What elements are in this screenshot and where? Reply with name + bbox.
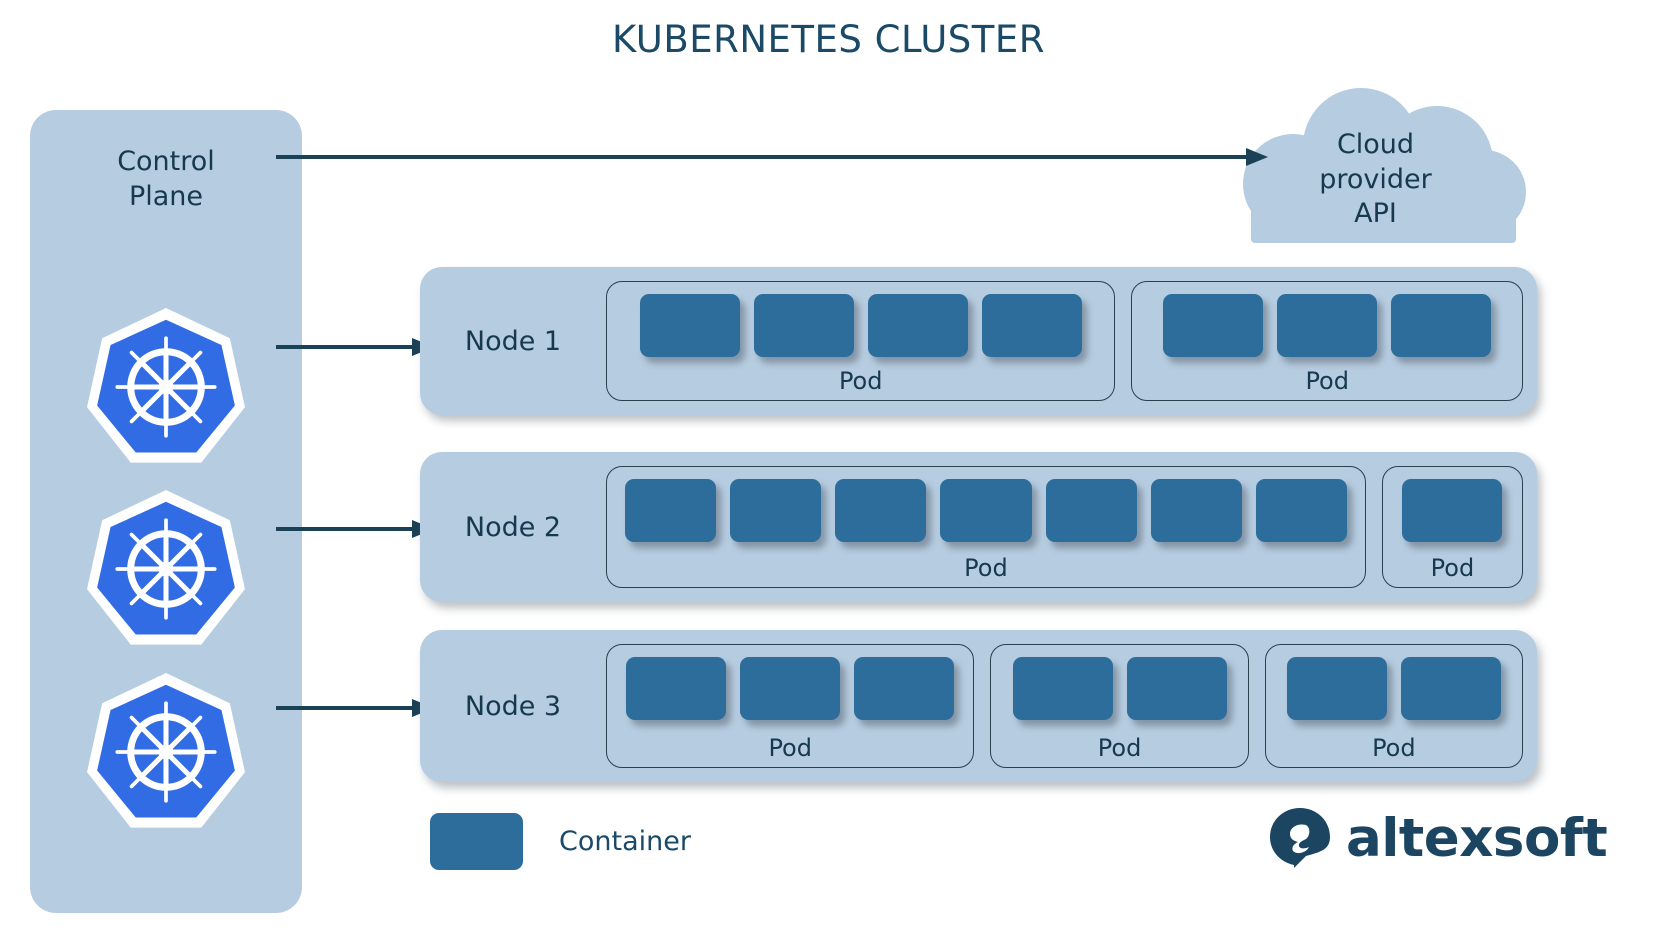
altexsoft-wordmark: altexsoft bbox=[1346, 807, 1608, 869]
pod-containers bbox=[1401, 479, 1504, 542]
pods-area: Pod Pod Pod bbox=[606, 644, 1523, 768]
pod-label: Pod bbox=[838, 366, 883, 395]
legend-container-swatch bbox=[430, 813, 523, 870]
node-label: Node 3 bbox=[464, 690, 562, 722]
container-box bbox=[940, 479, 1032, 542]
container-box bbox=[1391, 294, 1492, 357]
legend: Container bbox=[430, 813, 691, 870]
container-box bbox=[867, 294, 968, 357]
pod-label: Pod bbox=[1430, 553, 1475, 582]
container-box bbox=[981, 294, 1082, 357]
pod-containers bbox=[625, 657, 955, 720]
node-label: Node 1 bbox=[464, 325, 562, 357]
container-box bbox=[1045, 479, 1137, 542]
pod: Pod bbox=[606, 281, 1116, 401]
node-row: Node 2 Pod Pod bbox=[420, 452, 1537, 602]
pods-area: Pod Pod bbox=[606, 281, 1523, 401]
pod-label: Pod bbox=[1305, 366, 1349, 395]
pods-area: Pod Pod bbox=[606, 466, 1523, 588]
container-box bbox=[730, 479, 822, 542]
arrow-cp-to-node-3 bbox=[276, 699, 434, 717]
container-box bbox=[1277, 294, 1378, 357]
altexsoft-logo: altexsoft bbox=[1268, 806, 1608, 870]
pod: Pod bbox=[1264, 644, 1523, 768]
container-box bbox=[1255, 479, 1347, 542]
container-box bbox=[740, 657, 841, 720]
cloud-provider-api-shape bbox=[1243, 88, 1526, 243]
pod-label: Pod bbox=[1372, 733, 1416, 762]
pod-label: Pod bbox=[964, 553, 1008, 582]
container-box bbox=[625, 479, 717, 542]
container-box bbox=[1150, 479, 1242, 542]
node-row: Node 1 Pod Pod bbox=[420, 267, 1537, 415]
container-box bbox=[639, 294, 740, 357]
kubernetes-logo bbox=[87, 673, 245, 828]
pod: Pod bbox=[606, 466, 1366, 588]
container-box bbox=[1126, 657, 1227, 720]
pod: Pod bbox=[1381, 466, 1523, 588]
kubernetes-logo bbox=[87, 308, 245, 463]
container-box bbox=[1286, 657, 1387, 720]
page-title: KUBERNETES CLUSTER bbox=[612, 18, 1045, 61]
container-box bbox=[854, 657, 955, 720]
legend-container-label: Container bbox=[559, 826, 691, 857]
pod: Pod bbox=[990, 644, 1249, 768]
container-box bbox=[1402, 479, 1503, 542]
pod-label: Pod bbox=[768, 733, 812, 762]
cloud-provider-api-label: Cloud provider API bbox=[1319, 129, 1432, 230]
container-box bbox=[1400, 657, 1501, 720]
node-label: Node 2 bbox=[464, 511, 562, 543]
pod-containers bbox=[625, 294, 1096, 357]
pod-containers bbox=[1284, 657, 1504, 720]
container-box bbox=[1163, 294, 1264, 357]
pod: Pod bbox=[1131, 281, 1523, 401]
control-plane-panel: Control Plane bbox=[30, 110, 302, 913]
container-box bbox=[626, 657, 727, 720]
pod-containers bbox=[625, 479, 1347, 542]
pod-containers bbox=[1150, 294, 1504, 357]
container-box bbox=[835, 479, 927, 542]
altexsoft-mark-icon bbox=[1270, 808, 1330, 868]
pod-containers bbox=[1009, 657, 1229, 720]
arrow-cp-to-node-1 bbox=[276, 338, 434, 356]
kubernetes-logo bbox=[87, 490, 245, 645]
pod: Pod bbox=[606, 644, 975, 768]
arrow-control-plane-to-cloud bbox=[276, 148, 1268, 166]
control-plane-label: Control Plane bbox=[117, 146, 215, 212]
arrow-cp-to-node-2 bbox=[276, 520, 434, 538]
container-box bbox=[1012, 657, 1113, 720]
pod-label: Pod bbox=[1097, 733, 1142, 762]
container-box bbox=[753, 294, 854, 357]
node-row: Node 3 Pod Pod Pod bbox=[420, 630, 1537, 782]
